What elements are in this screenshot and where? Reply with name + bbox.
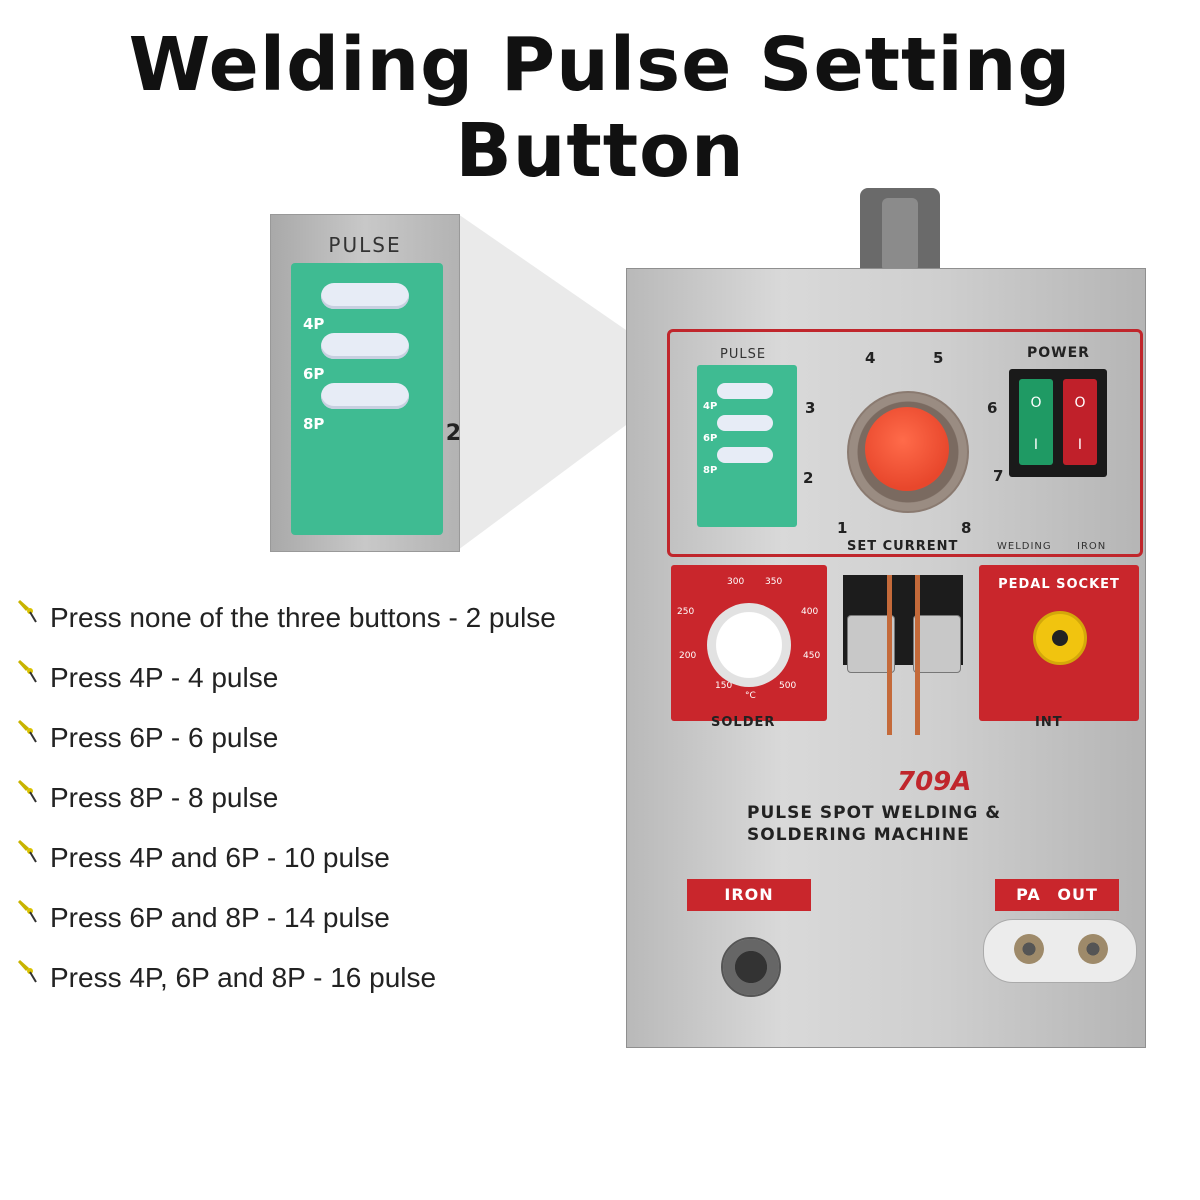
switch-on-mark: I <box>1077 437 1083 453</box>
dial-number: 6 <box>987 399 998 417</box>
pulse-label: PULSE <box>720 347 767 362</box>
solder-temperature-panel: 150 200 250 300 350 400 450 500 °C <box>671 565 827 721</box>
pushpin-icon <box>18 660 37 683</box>
dial-number: 8 <box>961 519 972 537</box>
zoom-pulse-button-8p[interactable] <box>321 383 409 409</box>
pulse-panel: 4P 6P 8P <box>697 365 797 527</box>
dial-number: 3 <box>805 399 816 417</box>
solder-tick: 150 <box>715 681 733 691</box>
electrode-rod-right <box>915 575 920 735</box>
pushpin-icon <box>18 780 37 803</box>
list-item: Press 8P - 8 pulse <box>16 778 636 818</box>
welding-power-switch[interactable]: O I <box>1019 379 1053 465</box>
zoom-pulse-panel: 4P 6P 8P <box>291 263 443 535</box>
pushpin-icon <box>18 720 37 743</box>
solder-label: SOLDER <box>711 715 776 730</box>
model-description-line1: PULSE SPOT WELDING & <box>747 803 1002 823</box>
pulse-button-4p[interactable] <box>717 383 773 399</box>
current-knob[interactable] <box>865 407 949 491</box>
solder-tick: 350 <box>765 577 783 587</box>
iron-socket[interactable] <box>721 937 781 997</box>
solder-tick: 500 <box>779 681 797 691</box>
label-4p: 4P <box>703 401 718 412</box>
dial-number: 5 <box>933 349 944 367</box>
pulse-zoom-callout: PULSE 4P 6P 8P 2 <box>270 214 461 552</box>
electrode-clamp-right <box>913 615 961 673</box>
set-current-label: SET CURRENT <box>847 539 959 554</box>
list-item: Press none of the three buttons - 2 puls… <box>16 598 636 638</box>
dial-number: 2 <box>803 469 814 487</box>
pulse-button-8p[interactable] <box>717 447 773 463</box>
pa-out-plate <box>983 919 1137 983</box>
pedal-socket[interactable] <box>1033 611 1087 665</box>
zoom-label-6p: 6P <box>303 365 325 383</box>
pulse-button-6p[interactable] <box>717 415 773 431</box>
list-item: Press 6P - 6 pulse <box>16 718 636 758</box>
pa-out-label: PA OUT <box>995 879 1119 911</box>
list-item: Press 4P - 4 pulse <box>16 658 636 698</box>
terminal-left[interactable] <box>1014 934 1044 964</box>
solder-tick: 300 <box>727 577 745 587</box>
instruction-text: Press none of the three buttons - 2 puls… <box>50 602 556 633</box>
welding-machine: PULSE 4P 6P 8P 1 2 3 4 5 6 7 8 SET CURRE… <box>626 268 1146 1048</box>
current-dial: 1 2 3 4 5 6 7 8 <box>793 343 1013 553</box>
zoom-side-mark: 2 <box>445 421 461 446</box>
zoom-pulse-button-4p[interactable] <box>321 283 409 309</box>
solder-tick: 200 <box>679 651 697 661</box>
zoom-label-4p: 4P <box>303 315 325 333</box>
pushpin-icon <box>18 960 37 983</box>
switch-off-mark: O <box>1074 395 1086 411</box>
label-8p: 8P <box>703 465 718 476</box>
dial-number: 7 <box>993 467 1004 485</box>
power-label: POWER <box>1027 345 1090 361</box>
zoom-pulse-label: PULSE <box>328 233 402 257</box>
instruction-text: Press 4P, 6P and 8P - 16 pulse <box>50 962 437 993</box>
pushpin-icon <box>18 840 37 863</box>
instruction-text: Press 8P - 8 pulse <box>50 782 279 813</box>
dial-number: 1 <box>837 519 848 537</box>
electrode-rod-left <box>887 575 892 735</box>
list-item: Press 4P and 6P - 10 pulse <box>16 838 636 878</box>
pedal-socket-label: PEDAL SOCKET <box>998 577 1120 592</box>
pushpin-icon <box>18 600 37 623</box>
instruction-text: Press 6P - 6 pulse <box>50 722 279 753</box>
solder-tick: 450 <box>803 651 821 661</box>
solder-unit: °C <box>745 691 756 701</box>
welding-electrodes <box>843 575 963 745</box>
label-6p: 6P <box>703 433 718 444</box>
solder-tick: 400 <box>801 607 819 617</box>
switch-off-mark: O <box>1030 395 1042 411</box>
zoom-pulse-button-6p[interactable] <box>321 333 409 359</box>
instruction-text: Press 4P and 6P - 10 pulse <box>50 842 390 873</box>
solder-tick: 250 <box>677 607 695 617</box>
zoom-label-8p: 8P <box>303 415 325 433</box>
control-frame <box>667 329 1143 557</box>
pedal-socket-panel: PEDAL SOCKET <box>979 565 1139 721</box>
list-item: Press 6P and 8P - 14 pulse <box>16 898 636 938</box>
dial-number: 4 <box>865 349 876 367</box>
socket-hole <box>1052 630 1068 646</box>
iron-power-switch[interactable]: O I <box>1063 379 1097 465</box>
iron-port-label: IRON <box>687 879 811 911</box>
terminal-right[interactable] <box>1078 934 1108 964</box>
model-description-line2: SOLDERING MACHINE <box>747 825 970 845</box>
iron-switch-label: IRON <box>1077 541 1107 552</box>
handle-grip <box>882 198 918 272</box>
instruction-text: Press 4P - 4 pulse <box>50 662 279 693</box>
power-switches: O I O I <box>1009 369 1107 477</box>
solder-temperature-knob[interactable] <box>707 603 791 687</box>
instruction-text: Press 6P and 8P - 14 pulse <box>50 902 390 933</box>
list-item: Press 4P, 6P and 8P - 16 pulse <box>16 958 636 998</box>
welding-switch-label: WELDING <box>997 541 1052 552</box>
machine-handle <box>860 188 940 272</box>
page-title: Welding Pulse Setting Button <box>128 22 1072 194</box>
switch-on-mark: I <box>1033 437 1039 453</box>
model-number: 709A <box>897 767 972 797</box>
int-label: INT <box>1035 715 1063 730</box>
pushpin-icon <box>18 900 37 923</box>
